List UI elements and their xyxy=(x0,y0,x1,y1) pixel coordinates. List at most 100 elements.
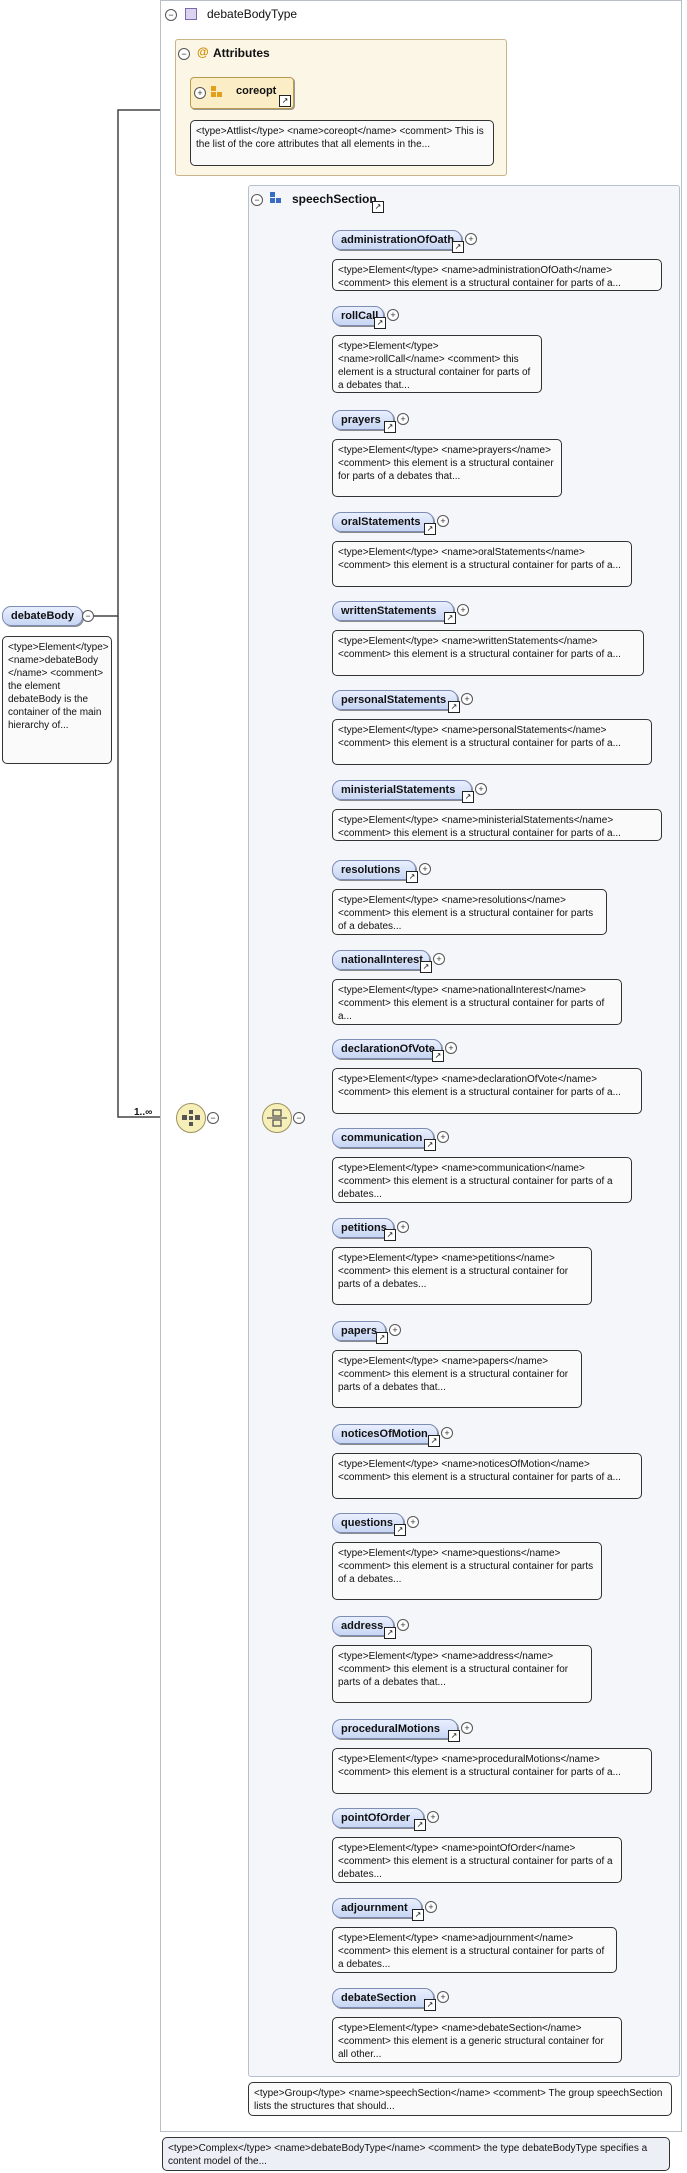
link-arrow-icon[interactable]: ↗ xyxy=(372,201,384,213)
coreopt-node[interactable]: + coreopt ↗ xyxy=(190,77,294,109)
element-comment: <type>Element</type> <name>communication… xyxy=(332,1157,632,1203)
link-arrow-icon[interactable]: ↗ xyxy=(424,1139,436,1151)
plus-circle-icon[interactable]: + xyxy=(437,515,449,527)
link-arrow-icon[interactable]: ↗ xyxy=(279,95,291,107)
element-comment: <type>Element</type> <name>declarationOf… xyxy=(332,1068,642,1114)
plus-circle-icon[interactable]: + xyxy=(457,604,469,616)
link-arrow-icon[interactable]: ↗ xyxy=(448,701,460,713)
link-arrow-icon[interactable]: ↗ xyxy=(444,612,456,624)
link-arrow-icon[interactable]: ↗ xyxy=(412,1909,424,1921)
link-arrow-icon[interactable]: ↗ xyxy=(448,1730,460,1742)
element-comment: <type>Element</type> <name>nationalInter… xyxy=(332,979,622,1025)
element-rollCall[interactable]: rollCall xyxy=(332,306,384,326)
link-arrow-icon[interactable]: ↗ xyxy=(384,1627,396,1639)
link-arrow-icon[interactable]: ↗ xyxy=(424,523,436,535)
plus-circle-icon[interactable]: + xyxy=(465,233,477,245)
element-writtenStatements[interactable]: writtenStatements xyxy=(332,601,454,621)
multiplicity-label: 1..∞ xyxy=(134,1107,153,1118)
element-comment: <type>Element</type> <name>questions</na… xyxy=(332,1542,602,1600)
element-ministerialStatements[interactable]: ministerialStatements xyxy=(332,780,472,800)
element-declarationOfVote[interactable]: declarationOfVote xyxy=(332,1039,442,1059)
element-adjournment[interactable]: adjournment xyxy=(332,1898,422,1918)
plus-circle-icon[interactable]: + xyxy=(427,1811,439,1823)
type-title: debateBodyType xyxy=(207,7,298,21)
group-icon xyxy=(270,192,282,204)
element-proceduralMotions[interactable]: proceduralMotions xyxy=(332,1719,458,1739)
attribute-at-icon: @ xyxy=(197,45,209,59)
plus-circle-icon[interactable]: + xyxy=(419,863,431,875)
plus-circle-icon[interactable]: + xyxy=(441,1427,453,1439)
link-arrow-icon[interactable]: ↗ xyxy=(384,1229,396,1241)
plus-circle-icon[interactable]: + xyxy=(437,1131,449,1143)
element-prayers[interactable]: prayers xyxy=(332,410,394,430)
minus-circle-icon[interactable]: − xyxy=(165,9,177,21)
coreopt-comment: <type>Attlist</type> <name>coreopt</name… xyxy=(190,120,494,166)
element-noticesOfMotion[interactable]: noticesOfMotion xyxy=(332,1424,438,1444)
plus-circle-icon[interactable]: + xyxy=(397,413,409,425)
minus-circle-icon[interactable]: − xyxy=(207,1112,219,1124)
element-personalStatements[interactable]: personalStatements xyxy=(332,690,458,710)
link-arrow-icon[interactable]: ↗ xyxy=(384,421,396,433)
element-pointOfOrder[interactable]: pointOfOrder xyxy=(332,1808,424,1828)
plus-circle-icon[interactable]: + xyxy=(407,1516,419,1528)
plus-circle-icon[interactable]: + xyxy=(389,1324,401,1336)
element-comment: <type>Element</type> <name>resolutions</… xyxy=(332,889,607,935)
plus-circle-icon[interactable]: + xyxy=(425,1901,437,1913)
minus-circle-icon[interactable]: − xyxy=(251,194,263,206)
plus-circle-icon[interactable]: + xyxy=(433,953,445,965)
element-administrationOfOath[interactable]: administrationOfOath xyxy=(332,230,462,250)
plus-circle-icon[interactable]: + xyxy=(461,693,473,705)
attribute-group-icon xyxy=(211,86,223,98)
element-nationalInterest[interactable]: nationalInterest xyxy=(332,950,430,970)
sequence-compositor-icon[interactable] xyxy=(176,1103,206,1133)
choice-glyph xyxy=(267,1109,287,1127)
plus-circle-icon[interactable]: + xyxy=(445,1042,457,1054)
complex-type-icon xyxy=(185,8,197,20)
element-questions[interactable]: questions xyxy=(332,1513,404,1533)
element-comment: <type>Element</type> <name>debateSection… xyxy=(332,2017,622,2063)
element-comment: <type>Element</type> <name>petitions</na… xyxy=(332,1247,592,1305)
element-comment: <type>Element</type> <name>administratio… xyxy=(332,259,662,291)
plus-circle-icon[interactable]: + xyxy=(397,1221,409,1233)
element-resolutions[interactable]: resolutions xyxy=(332,860,416,880)
link-arrow-icon[interactable]: ↗ xyxy=(374,317,386,329)
link-arrow-icon[interactable]: ↗ xyxy=(432,1050,444,1062)
element-oralStatements[interactable]: oralStatements xyxy=(332,512,434,532)
plus-circle-icon[interactable]: + xyxy=(387,309,399,321)
link-arrow-icon[interactable]: ↗ xyxy=(428,1435,440,1447)
choice-compositor-icon[interactable] xyxy=(262,1103,292,1133)
minus-circle-icon[interactable]: − xyxy=(178,48,190,60)
plus-circle-icon[interactable]: + xyxy=(397,1619,409,1631)
element-comment: <type>Element</type> <name>ministerialSt… xyxy=(332,809,662,841)
link-arrow-icon[interactable]: ↗ xyxy=(376,1332,388,1344)
sequence-glyph xyxy=(182,1110,200,1126)
link-arrow-icon[interactable]: ↗ xyxy=(424,1999,436,2011)
plus-circle-icon[interactable]: + xyxy=(461,1722,473,1734)
plus-circle-icon[interactable]: + xyxy=(194,87,206,99)
group-title: speechSection xyxy=(292,192,377,206)
element-communication[interactable]: communication xyxy=(332,1128,434,1148)
root-element-comment: <type>Element</type> <name>debateBody </… xyxy=(2,636,112,764)
type-comment: <type>Complex</type> <name>debateBodyTyp… xyxy=(162,2137,670,2171)
link-arrow-icon[interactable]: ↗ xyxy=(406,871,418,883)
link-arrow-icon[interactable]: ↗ xyxy=(414,1819,426,1831)
link-arrow-icon[interactable]: ↗ xyxy=(394,1524,406,1536)
plus-circle-icon[interactable]: + xyxy=(437,1991,449,2003)
link-arrow-icon[interactable]: ↗ xyxy=(452,241,464,253)
element-papers[interactable]: papers xyxy=(332,1321,386,1341)
minus-circle-icon[interactable]: − xyxy=(293,1112,305,1124)
root-element-debateBody[interactable]: debateBody xyxy=(2,606,83,626)
element-comment: <type>Element</type> <name>noticesOfMoti… xyxy=(332,1453,642,1499)
element-comment: <type>Element</type> <name>personalState… xyxy=(332,719,652,765)
element-petitions[interactable]: petitions xyxy=(332,1218,394,1238)
element-comment: <type>Element</type> <name>writtenStatem… xyxy=(332,630,644,676)
element-debateSection[interactable]: debateSection xyxy=(332,1988,434,2008)
link-arrow-icon[interactable]: ↗ xyxy=(462,791,474,803)
link-arrow-icon[interactable]: ↗ xyxy=(420,961,432,973)
element-address[interactable]: address xyxy=(332,1616,394,1636)
group-comment: <type>Group</type> <name>speechSection</… xyxy=(248,2082,672,2116)
element-comment: <type>Element</type> <name>oralStatement… xyxy=(332,541,632,587)
plus-circle-icon[interactable]: + xyxy=(475,783,487,795)
element-comment: <type>Element</type> <name>pointOfOrder<… xyxy=(332,1837,622,1883)
minus-circle-icon[interactable]: − xyxy=(82,610,94,622)
